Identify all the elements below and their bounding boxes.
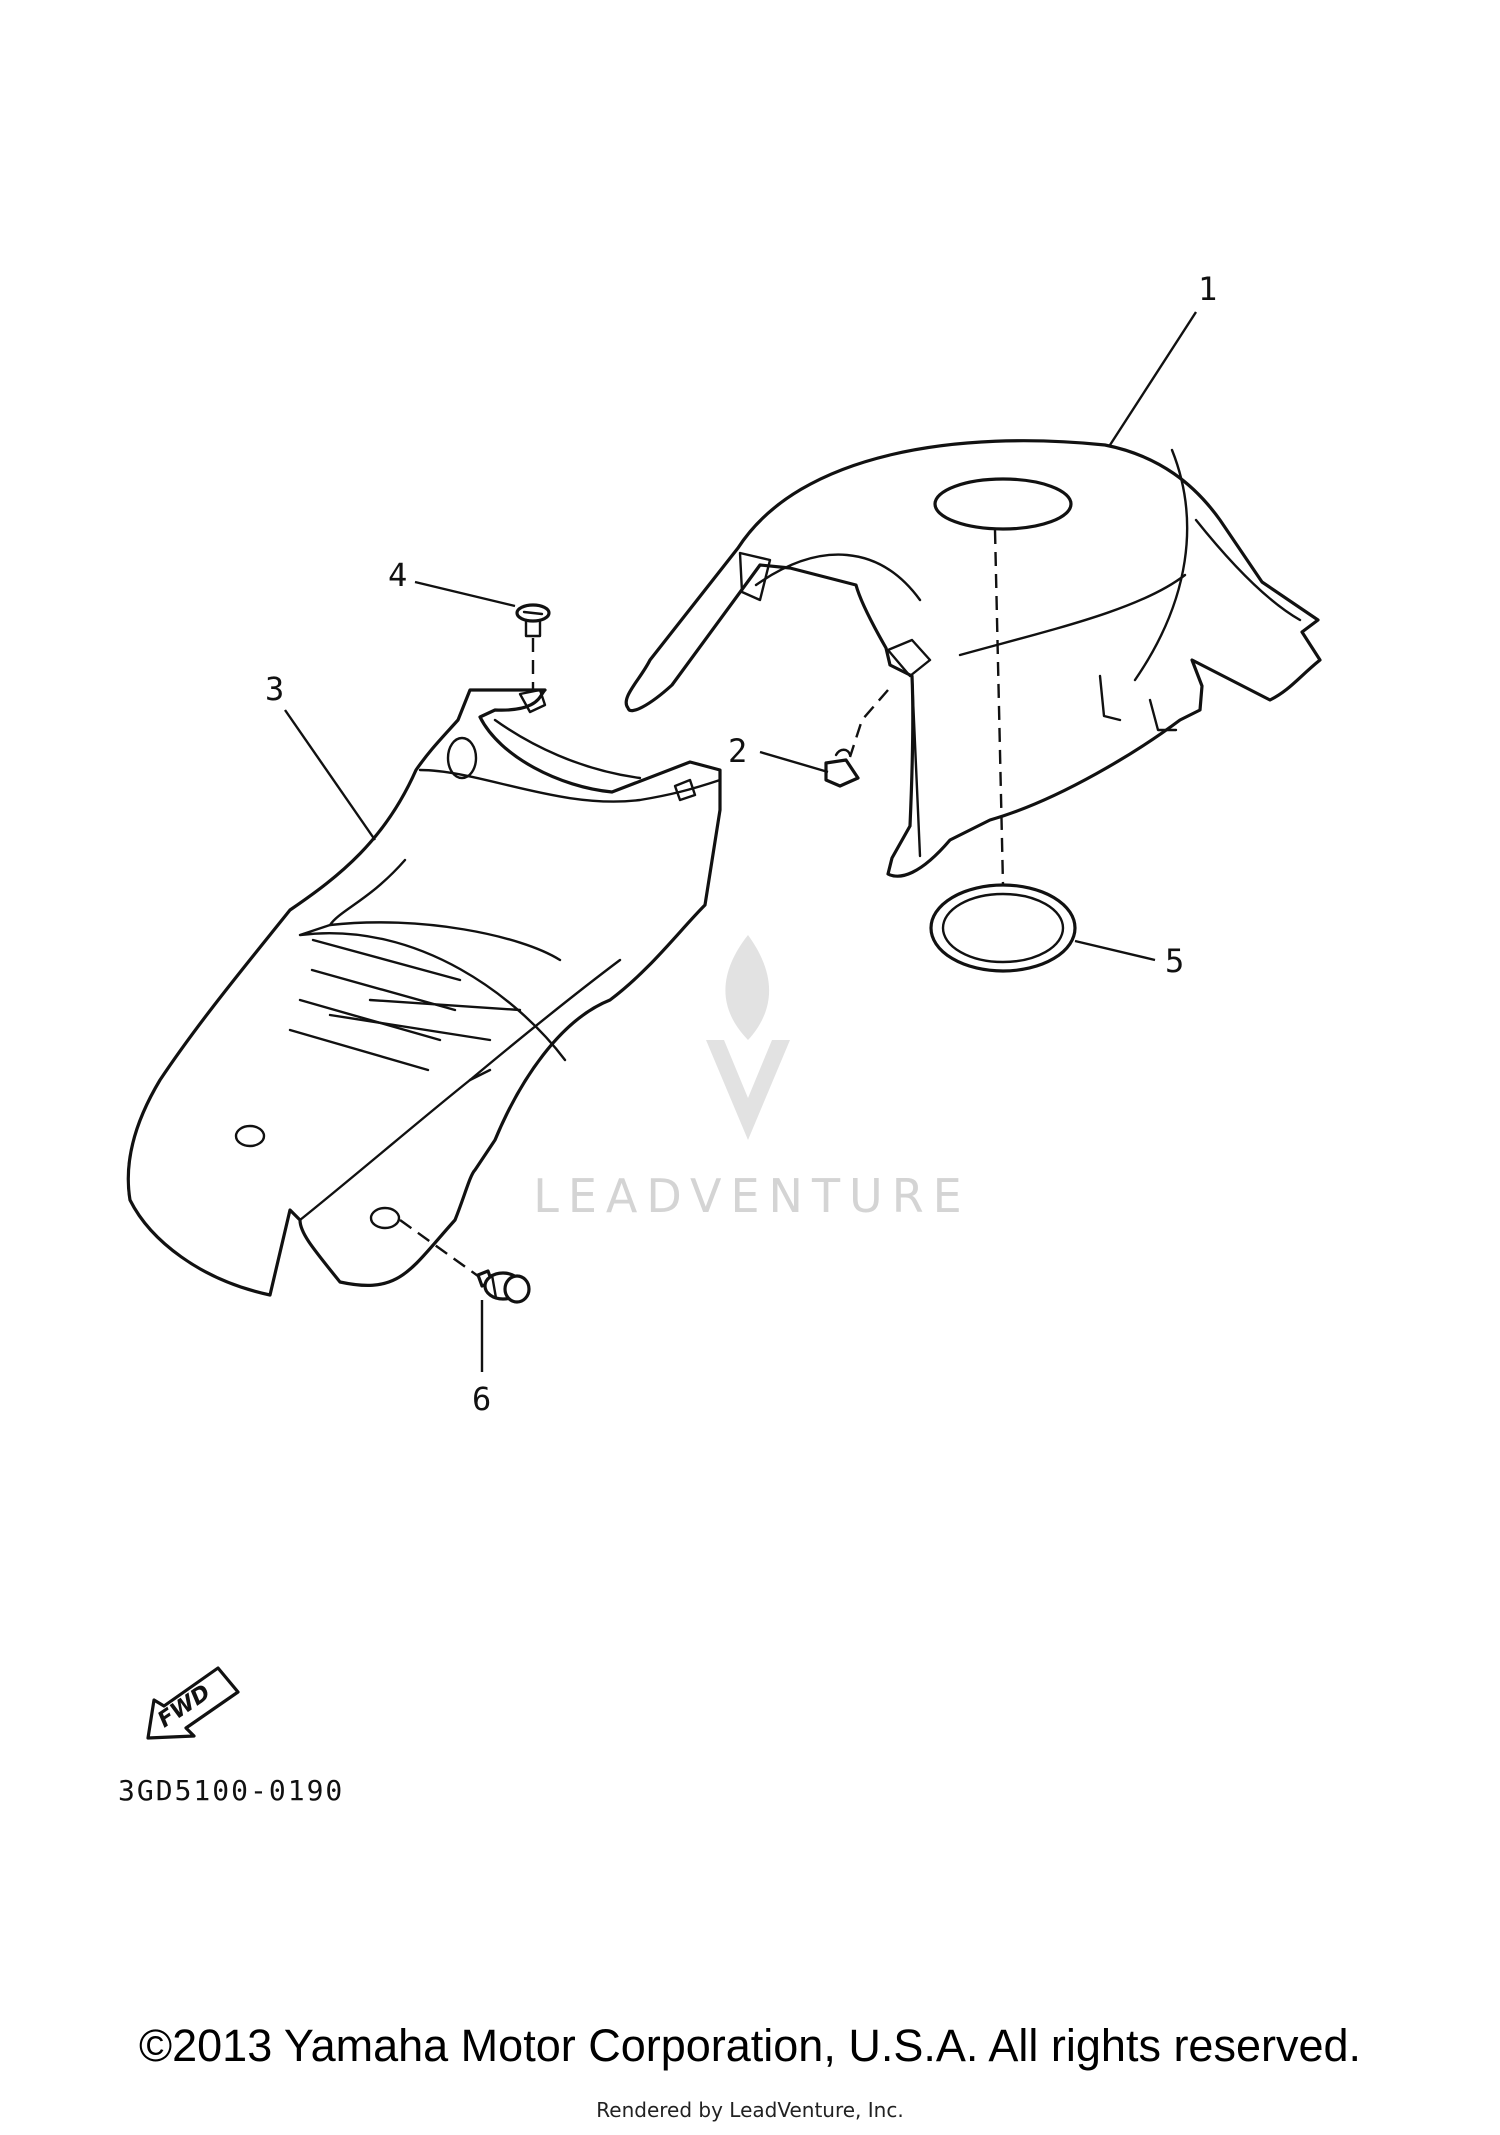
assembly-lines (399, 529, 1005, 1277)
diagram-code: 3GD5100-0190 (118, 1774, 344, 1807)
rendered-by-credit: Rendered by LeadVenture, Inc. (596, 2098, 904, 2122)
callout-1: 1 (1198, 270, 1217, 308)
leader-lines (284, 311, 1198, 1372)
copyright-notice: ©2013 Yamaha Motor Corporation, U.S.A. A… (138, 2020, 1362, 2071)
watermark: LEADVENTURE (533, 935, 971, 1223)
part-2-grommet (824, 748, 860, 788)
callout-5: 5 (1165, 942, 1184, 980)
part-6-bolt (476, 1269, 531, 1304)
part-3-rear-cover (126, 688, 722, 1297)
part-5-gasket-ring (929, 883, 1077, 973)
watermark-text: LEADVENTURE (533, 1169, 971, 1223)
callout-6: 6 (472, 1380, 491, 1418)
callout-3: 3 (265, 670, 284, 708)
part-1-tank-cover (624, 439, 1322, 878)
fwd-arrow-icon (146, 1666, 240, 1740)
callout-4: 4 (388, 556, 407, 594)
watermark-flame-logo (706, 935, 790, 1140)
part-4-screw (515, 603, 551, 638)
callouts: 1 2 3 4 5 6 (265, 270, 1217, 1418)
callout-2: 2 (728, 732, 747, 770)
fwd-direction-badge: FWD (146, 1666, 240, 1740)
